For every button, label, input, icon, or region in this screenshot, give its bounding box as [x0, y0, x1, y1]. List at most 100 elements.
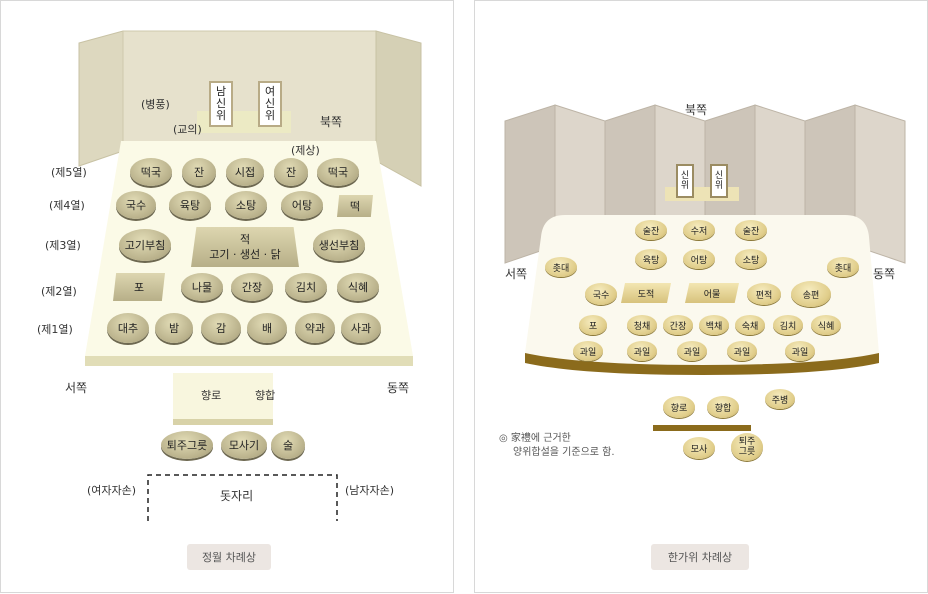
dish-row2: 포 [579, 315, 607, 335]
dish-row2: 백채 [699, 315, 729, 335]
note-line2: 양위합설을 기준으로 함. [513, 447, 615, 458]
east-label: 동쪽 [387, 381, 410, 395]
dish-row2: 청채 [627, 315, 657, 335]
dish-row2: 김치 [773, 315, 803, 335]
dish-row1: 밤 [155, 313, 193, 343]
tablet-char: 위 [714, 181, 724, 191]
incense-burner: 향로 [663, 396, 695, 418]
right-west-label: 서쪽 [505, 267, 528, 281]
dish-top: 술잔 [635, 220, 667, 240]
dish-row5: 잔 [182, 158, 216, 186]
incense-box-label: 향합 [255, 389, 276, 402]
dish-row3: 어물 [685, 283, 739, 303]
tablet-char: 신 [264, 97, 276, 110]
tablet-char: 신 [714, 171, 724, 181]
dish-row2: 식혜 [337, 273, 379, 301]
dish-top: 술잔 [735, 220, 767, 240]
dish-row4: 소탕 [225, 191, 267, 219]
dish-row3: 국수 [585, 283, 617, 305]
tablet-char: 신 [215, 97, 227, 110]
tablet-char: 신 [680, 171, 690, 181]
row4-label: (제4열) [49, 199, 85, 212]
chuseok-table-panel: 북쪽 신 위 신 위 술잔 수저 술잔 촛대 촛대 육탕 어탕 소탕 서쪽 동쪽… [474, 0, 928, 593]
left-caption: 정월 차례상 [187, 544, 271, 570]
tablet-char: 위 [680, 181, 690, 191]
mosa-bowl: 모사 [683, 437, 715, 459]
dish-row1: 대추 [107, 313, 149, 343]
row3-label: (제3열) [45, 239, 81, 252]
dish-row4: 국수 [116, 191, 156, 219]
tablet-char: 위 [264, 109, 276, 122]
male-descendants-label: (남자자손) [345, 484, 395, 497]
dish-row3-center: 적 고기 · 생선 · 닭 [191, 227, 299, 267]
dish-row1: 약과 [295, 313, 335, 343]
dish-row4: 떡 [337, 195, 373, 217]
dish-row1: 과일 [627, 341, 657, 361]
row3-center-title: 적 [239, 233, 251, 246]
tablet-char: 여 [264, 85, 276, 98]
note-line1: ◎ 家禮에 근거한 [499, 433, 571, 444]
dish-row5: 시접 [226, 158, 264, 186]
tablet-char: 남 [215, 85, 227, 98]
row3-center-sub: 고기 · 생선 · 닭 [209, 248, 281, 261]
offering-table-label: (제상) [291, 144, 320, 157]
candle-stand: 촛대 [827, 257, 859, 277]
new-year-table-panel: (병풍) (교의) (제상) 북쪽 남 신 위 여 신 위 (제5열) (제4열… [0, 0, 454, 593]
dish-row3-right: 생선부침 [313, 229, 365, 261]
dish-row5: 잔 [274, 158, 308, 186]
dish-row5: 떡국 [317, 158, 359, 186]
mosa-bowl: 모사기 [221, 431, 267, 459]
dish-row2: 나물 [181, 273, 223, 301]
dish-soup: 육탕 [635, 249, 667, 269]
dish-row3: 송편 [791, 281, 831, 307]
dish-top: 수저 [683, 220, 715, 240]
right-east-label: 동쪽 [873, 267, 896, 281]
ancestor-tablet: 신 위 [676, 164, 694, 198]
dish-row1: 사과 [341, 313, 381, 343]
dish-row1: 과일 [573, 341, 603, 361]
row1-label: (제1열) [37, 323, 73, 336]
dish-row3: 편적 [747, 283, 781, 305]
north-label: 북쪽 [320, 115, 343, 129]
dish-row1: 과일 [785, 341, 815, 361]
mat-label: 돗자리 [220, 489, 254, 503]
male-ancestor-tablet: 남 신 위 [209, 81, 233, 127]
dish-row5: 떡국 [130, 158, 172, 186]
dish-row4: 육탕 [169, 191, 211, 219]
row5-label: (제5열) [51, 166, 87, 179]
dish-row2: 포 [113, 273, 165, 301]
candle-stand: 촛대 [545, 257, 577, 277]
dish-row2: 식혜 [811, 315, 841, 335]
incense-box: 향합 [707, 396, 739, 418]
dish-row4: 어탕 [281, 191, 323, 219]
dish-row2: 간장 [663, 315, 693, 335]
waste-bowl-line2: 그릇 [738, 447, 756, 457]
screen-label: (병풍) [141, 98, 170, 111]
dish-soup: 어탕 [683, 249, 715, 269]
dish-row1: 과일 [727, 341, 757, 361]
right-north-label: 북쪽 [685, 103, 708, 117]
dish-row2: 간장 [231, 273, 273, 301]
waste-bowl: 퇴주그릇 [161, 431, 213, 459]
waste-bowl-line1: 퇴주 [738, 437, 756, 447]
row2-label: (제2열) [41, 285, 77, 298]
waste-bowl: 퇴주 그릇 [731, 433, 763, 461]
incense-burner-label: 향로 [201, 389, 222, 402]
dish-row2: 숙채 [735, 315, 765, 335]
chair-label: (교의) [173, 123, 202, 136]
wine-bottle: 주병 [765, 389, 795, 409]
dish-row1: 배 [247, 313, 287, 343]
tablet-char: 위 [215, 109, 227, 122]
female-descendants-label: (여자자손) [87, 484, 137, 497]
dish-soup: 소탕 [735, 249, 767, 269]
dish-row2: 김치 [285, 273, 327, 301]
dish-row1: 과일 [677, 341, 707, 361]
dish-row1: 감 [201, 313, 241, 343]
female-ancestor-tablet: 여 신 위 [258, 81, 282, 127]
right-caption: 한가위 차례상 [651, 544, 749, 570]
wine: 술 [271, 431, 305, 459]
dish-row3-left: 고기부침 [119, 229, 171, 261]
dish-row3: 도적 [621, 283, 671, 303]
west-label: 서쪽 [65, 381, 88, 395]
ancestor-tablet: 신 위 [710, 164, 728, 198]
